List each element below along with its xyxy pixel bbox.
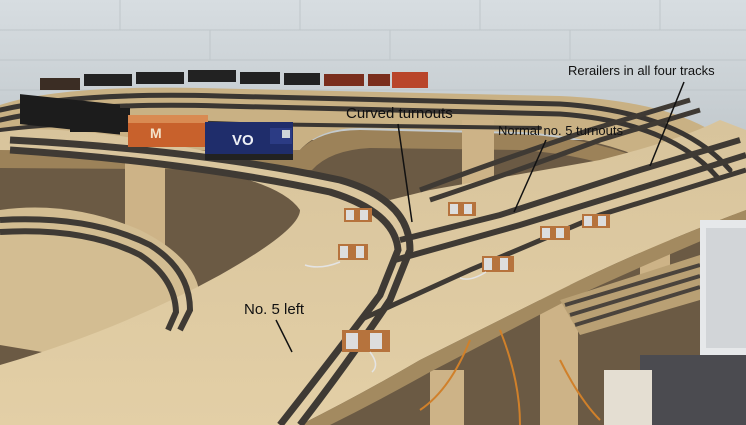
- foreground-structures: [604, 220, 746, 425]
- switch-machine: [482, 256, 514, 272]
- rerailers-pointer: [649, 81, 685, 167]
- right-lower-tracks: [564, 263, 701, 327]
- switch-machine: [448, 202, 476, 216]
- no5-left-pointer: [275, 319, 293, 353]
- main-deck-edge: [300, 210, 746, 425]
- lead-locomotive-lettering: VO: [232, 132, 254, 149]
- switch-machine: [342, 330, 390, 352]
- second-locomotive-lettering: M: [150, 125, 162, 141]
- switch-machine: [540, 226, 570, 240]
- left-lower-tracks: [0, 216, 194, 332]
- no5-left-label: No. 5 left: [244, 301, 305, 318]
- switch-machines: [338, 202, 610, 352]
- normal-turnouts-label: Normal no. 5 turnouts: [498, 123, 624, 138]
- normal-turnouts-pointer: [513, 139, 547, 213]
- rerailers-label: Rerailers in all four tracks: [568, 63, 715, 78]
- callout-pointers: [275, 81, 685, 353]
- main-tracks: [9, 97, 746, 425]
- orange-wires: [419, 329, 601, 425]
- switch-machine: [344, 208, 372, 222]
- curved-turnouts-label: Curved turnouts: [346, 105, 453, 122]
- wires: [304, 261, 487, 373]
- curved-turnouts-pointer: [397, 123, 413, 223]
- switch-machine: [338, 244, 368, 260]
- freight-train: [20, 70, 428, 135]
- locomotives: M VO: [128, 115, 293, 160]
- switch-machine: [582, 214, 610, 228]
